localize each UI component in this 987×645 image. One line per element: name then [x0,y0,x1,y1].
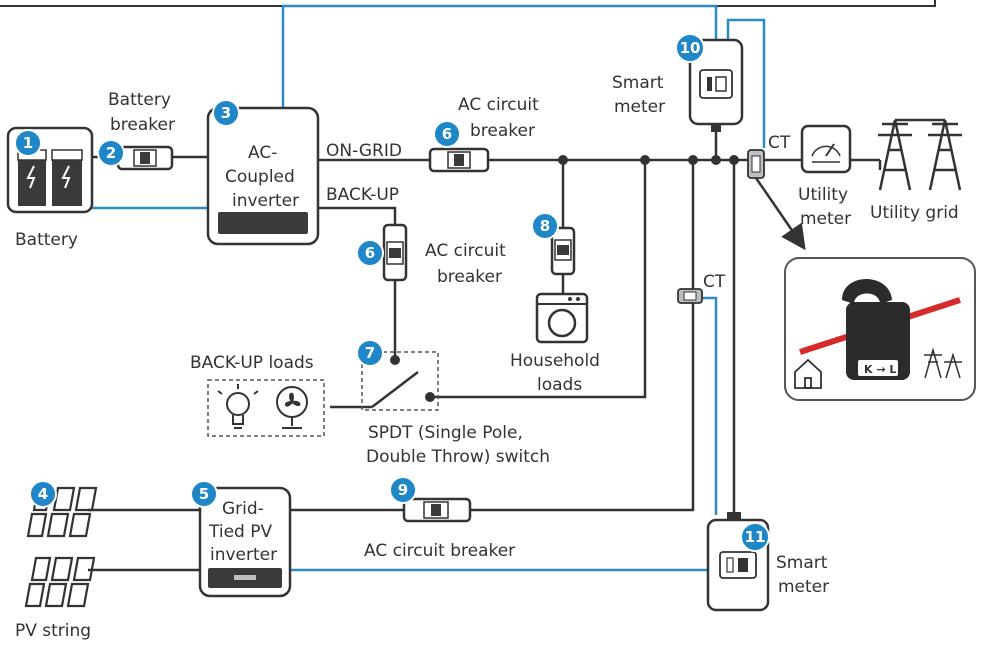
badge-7: 7 [356,339,384,367]
ct-detail-arrow [754,177,806,251]
svg-text:4: 4 [38,485,48,503]
comm-line-inverter-meter [281,4,718,108]
svg-text:3: 3 [221,104,231,122]
svg-text:7: 7 [365,344,375,362]
badge-9: 9 [389,476,417,504]
svg-text:6: 6 [442,125,452,143]
backup-loads-label: BACK-UP loads [190,353,314,373]
pv-string-label: PV string [15,621,91,641]
spdt-label-1: SPDT (Single Pole, [368,423,523,443]
badge-10: 10 [675,33,705,63]
badge-1: 1 [14,129,42,157]
ac-breaker-mid-label-1: AC circuit [425,241,506,261]
battery-breaker-icon [116,145,174,171]
badge-5: 5 [190,480,218,508]
ac-breaker-bottom-label: AC circuit breaker [364,541,515,561]
badge-4: 4 [29,480,57,508]
junction-dots [390,155,739,402]
inverter-label-3: inverter [232,191,299,211]
ct-detail-callout: K → L [784,257,976,401]
wire-grid-to-switch [430,160,647,399]
solar-panel-icon-2 [24,556,96,608]
smart-meter-bottom-label-2: meter [778,577,829,597]
badge-3: 3 [212,99,240,127]
svg-text:8: 8 [540,217,550,235]
smart-meter-top-label-2: meter [614,97,665,117]
fan-icon [276,386,308,429]
smart-meter-top-label-1: Smart [612,73,664,93]
ct-top-icon [747,149,765,179]
smart-meter-top-icon [688,38,744,132]
grid-tied-pv-inverter [198,486,292,598]
utility-meter-label-1: Utility [798,185,848,205]
ct-mid-icon [677,288,703,304]
svg-text:11: 11 [745,528,766,546]
pv-inverter-label-2: Tied PV [208,522,272,542]
badge-11: 11 [740,522,770,552]
svg-text:10: 10 [680,39,701,57]
utility-meter-gauge-icon [800,124,852,174]
ct-direction-label: K → L [864,363,896,376]
battery-breaker-label-1: Battery [108,90,171,110]
back-up-label: BACK-UP [326,185,399,205]
utility-grid-label: Utility grid [870,203,959,223]
svg-text:1: 1 [23,134,33,152]
ac-breaker-top-label-2: breaker [470,121,535,141]
lightbulb-icon [217,384,259,429]
ac-breaker-top-icon [428,147,490,173]
current-transformer-clamp-icon [842,279,910,380]
utility-meter-label-2: meter [800,209,851,229]
battery-label: Battery [15,230,78,250]
household-label-2: loads [537,375,582,395]
house-icon [794,358,822,389]
badge-2: 2 [97,139,125,167]
svg-text:5: 5 [199,485,209,503]
pv-inverter-label-3: inverter [210,545,277,565]
battery-breaker-label-2: breaker [110,115,175,135]
household-label-1: Household [510,351,600,371]
washing-machine-icon [535,292,589,344]
transmission-tower-icon [878,118,962,191]
badge-8: 8 [531,212,559,240]
smart-meter-bottom-label-1: Smart [776,553,828,573]
on-grid-label: ON-GRID [326,141,402,161]
inverter-label-2: Coupled [225,167,295,187]
ac-breaker-household-icon [550,226,576,276]
spdt-switch-box [361,351,439,411]
spdt-label-2: Double Throw) switch [366,447,550,467]
small-tower-icon [924,347,962,379]
ac-breaker-top-label-1: AC circuit [458,95,539,115]
spdt-switch-blade [371,371,419,408]
ac-coupled-inverter [206,106,320,246]
ac-breaker-bottom-icon [402,497,472,523]
comm-line-ct-meter [701,296,718,515]
ac-breaker-mid-label-2: breaker [437,267,502,287]
ct-mid-label: CT [703,272,726,292]
badge-6-backup: 6 [356,239,384,267]
badge-6-top: 6 [433,120,461,148]
pv-inverter-label-1: Grid- [222,499,264,519]
inverter-label-1: AC- [248,143,277,163]
backup-loads-box [207,379,325,437]
wire-backup-out [318,206,397,225]
wire-pv-to-bus [470,160,695,512]
ct-top-label: CT [768,133,791,153]
ac-breaker-backup-icon [382,223,408,282]
svg-text:6: 6 [365,244,375,262]
battery-icon [6,126,94,214]
svg-text:2: 2 [106,144,116,162]
svg-text:9: 9 [398,481,408,499]
